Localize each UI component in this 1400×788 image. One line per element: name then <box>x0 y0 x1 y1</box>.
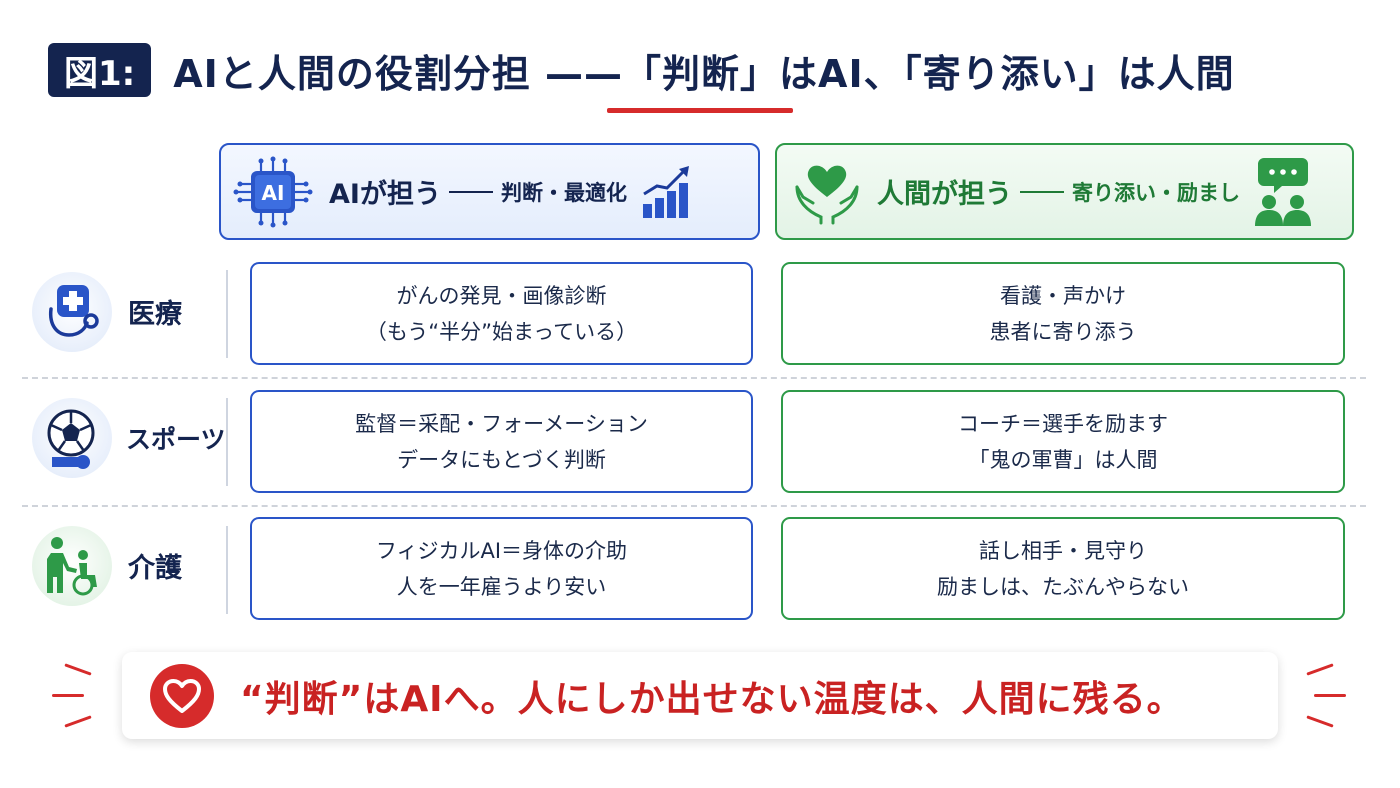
human-column-header: 人間が担う 寄り添い・励まし <box>775 143 1354 240</box>
cell-line: （もう“半分”始まっている） <box>365 319 638 344</box>
row-label-sports: スポーツ <box>126 425 226 454</box>
cell-ai-sports: 監督＝采配・フォーメーション データにもとづく判断 <box>250 390 753 493</box>
human-column-sub: 寄り添い・励まし <box>1072 180 1240 205</box>
heart-icon <box>150 663 214 728</box>
accent-tick <box>52 694 84 697</box>
cell-line: フィジカルAI＝身体の介助 <box>375 538 628 563</box>
people-chat-icon <box>1252 156 1314 228</box>
medical-cross-stethoscope-icon <box>32 272 112 352</box>
soccer-ball-whistle-icon <box>32 398 112 478</box>
cell-line: 人を一年雇うより安い <box>396 574 607 599</box>
ai-chip-icon: AI <box>233 156 313 228</box>
cell-line: データにもとづく判断 <box>397 447 606 472</box>
cell-line: がんの発見・画像診断 <box>396 283 607 308</box>
cell-ai-medical: がんの発見・画像診断 （もう“半分”始まっている） <box>250 262 753 365</box>
title-underline <box>607 108 793 113</box>
ai-chip-text: AI <box>262 181 285 205</box>
cell-ai-care: フィジカルAI＝身体の介助 人を一年雇うより安い <box>250 517 753 620</box>
row-divider-medical <box>226 270 228 358</box>
ai-header-dash <box>448 190 493 193</box>
row-label-medical: 医療 <box>128 299 182 330</box>
conclusion-text: “判断”はAIへ。人にしか出せない温度は、人間に残る。 <box>240 678 1184 720</box>
cell-line: コーチ＝選手を励ます <box>958 411 1168 436</box>
title-text: AIと人間の役割分担 ——「判断」はAI、「寄り添い」は人間 <box>173 51 1235 96</box>
cell-human-care: 話し相手・見守り 励ましは、たぶんやらない <box>781 517 1345 620</box>
ai-column-label: AIが担う <box>329 179 441 210</box>
human-header-dash <box>1020 190 1064 193</box>
cell-human-medical: 看護・声かけ 患者に寄り添う <box>781 262 1345 365</box>
figure-title: 図1: AIと人間の役割分担 ——「判断」はAI、「寄り添い」は人間 <box>48 40 1235 100</box>
cell-human-sports: コーチ＝選手を励ます 「鬼の軍曹」は人間 <box>781 390 1345 493</box>
row-separator <box>22 505 1366 507</box>
conclusion-banner: “判断”はAIへ。人にしか出せない温度は、人間に残る。 <box>122 652 1278 739</box>
accent-tick <box>1306 715 1334 728</box>
cell-line: 「鬼の軍曹」は人間 <box>968 447 1158 472</box>
cell-line: 監督＝采配・フォーメーション <box>355 411 648 436</box>
row-label-care: 介護 <box>128 553 182 584</box>
cell-line: 患者に寄り添う <box>989 319 1137 344</box>
row-divider-sports <box>226 398 228 486</box>
human-column-label: 人間が担う <box>877 179 1012 210</box>
figure-badge: 図1: <box>48 43 152 97</box>
accent-tick <box>64 715 92 728</box>
row-separator <box>22 377 1366 379</box>
heart-hands-icon <box>791 157 863 227</box>
ai-column-header: AI AIが担う 判断・最適化 <box>219 143 760 240</box>
cell-line: 話し相手・見守り <box>979 538 1147 563</box>
caregiver-wheelchair-icon <box>32 526 112 606</box>
accent-tick <box>1306 663 1334 676</box>
accent-tick <box>1314 694 1346 697</box>
accent-tick <box>64 663 92 676</box>
cell-line: 看護・声かけ <box>1000 283 1126 308</box>
ai-column-sub: 判断・最適化 <box>500 180 627 205</box>
growth-chart-icon <box>641 164 693 220</box>
row-divider-care <box>226 526 228 614</box>
cell-line: 励ましは、たぶんやらない <box>937 574 1189 599</box>
